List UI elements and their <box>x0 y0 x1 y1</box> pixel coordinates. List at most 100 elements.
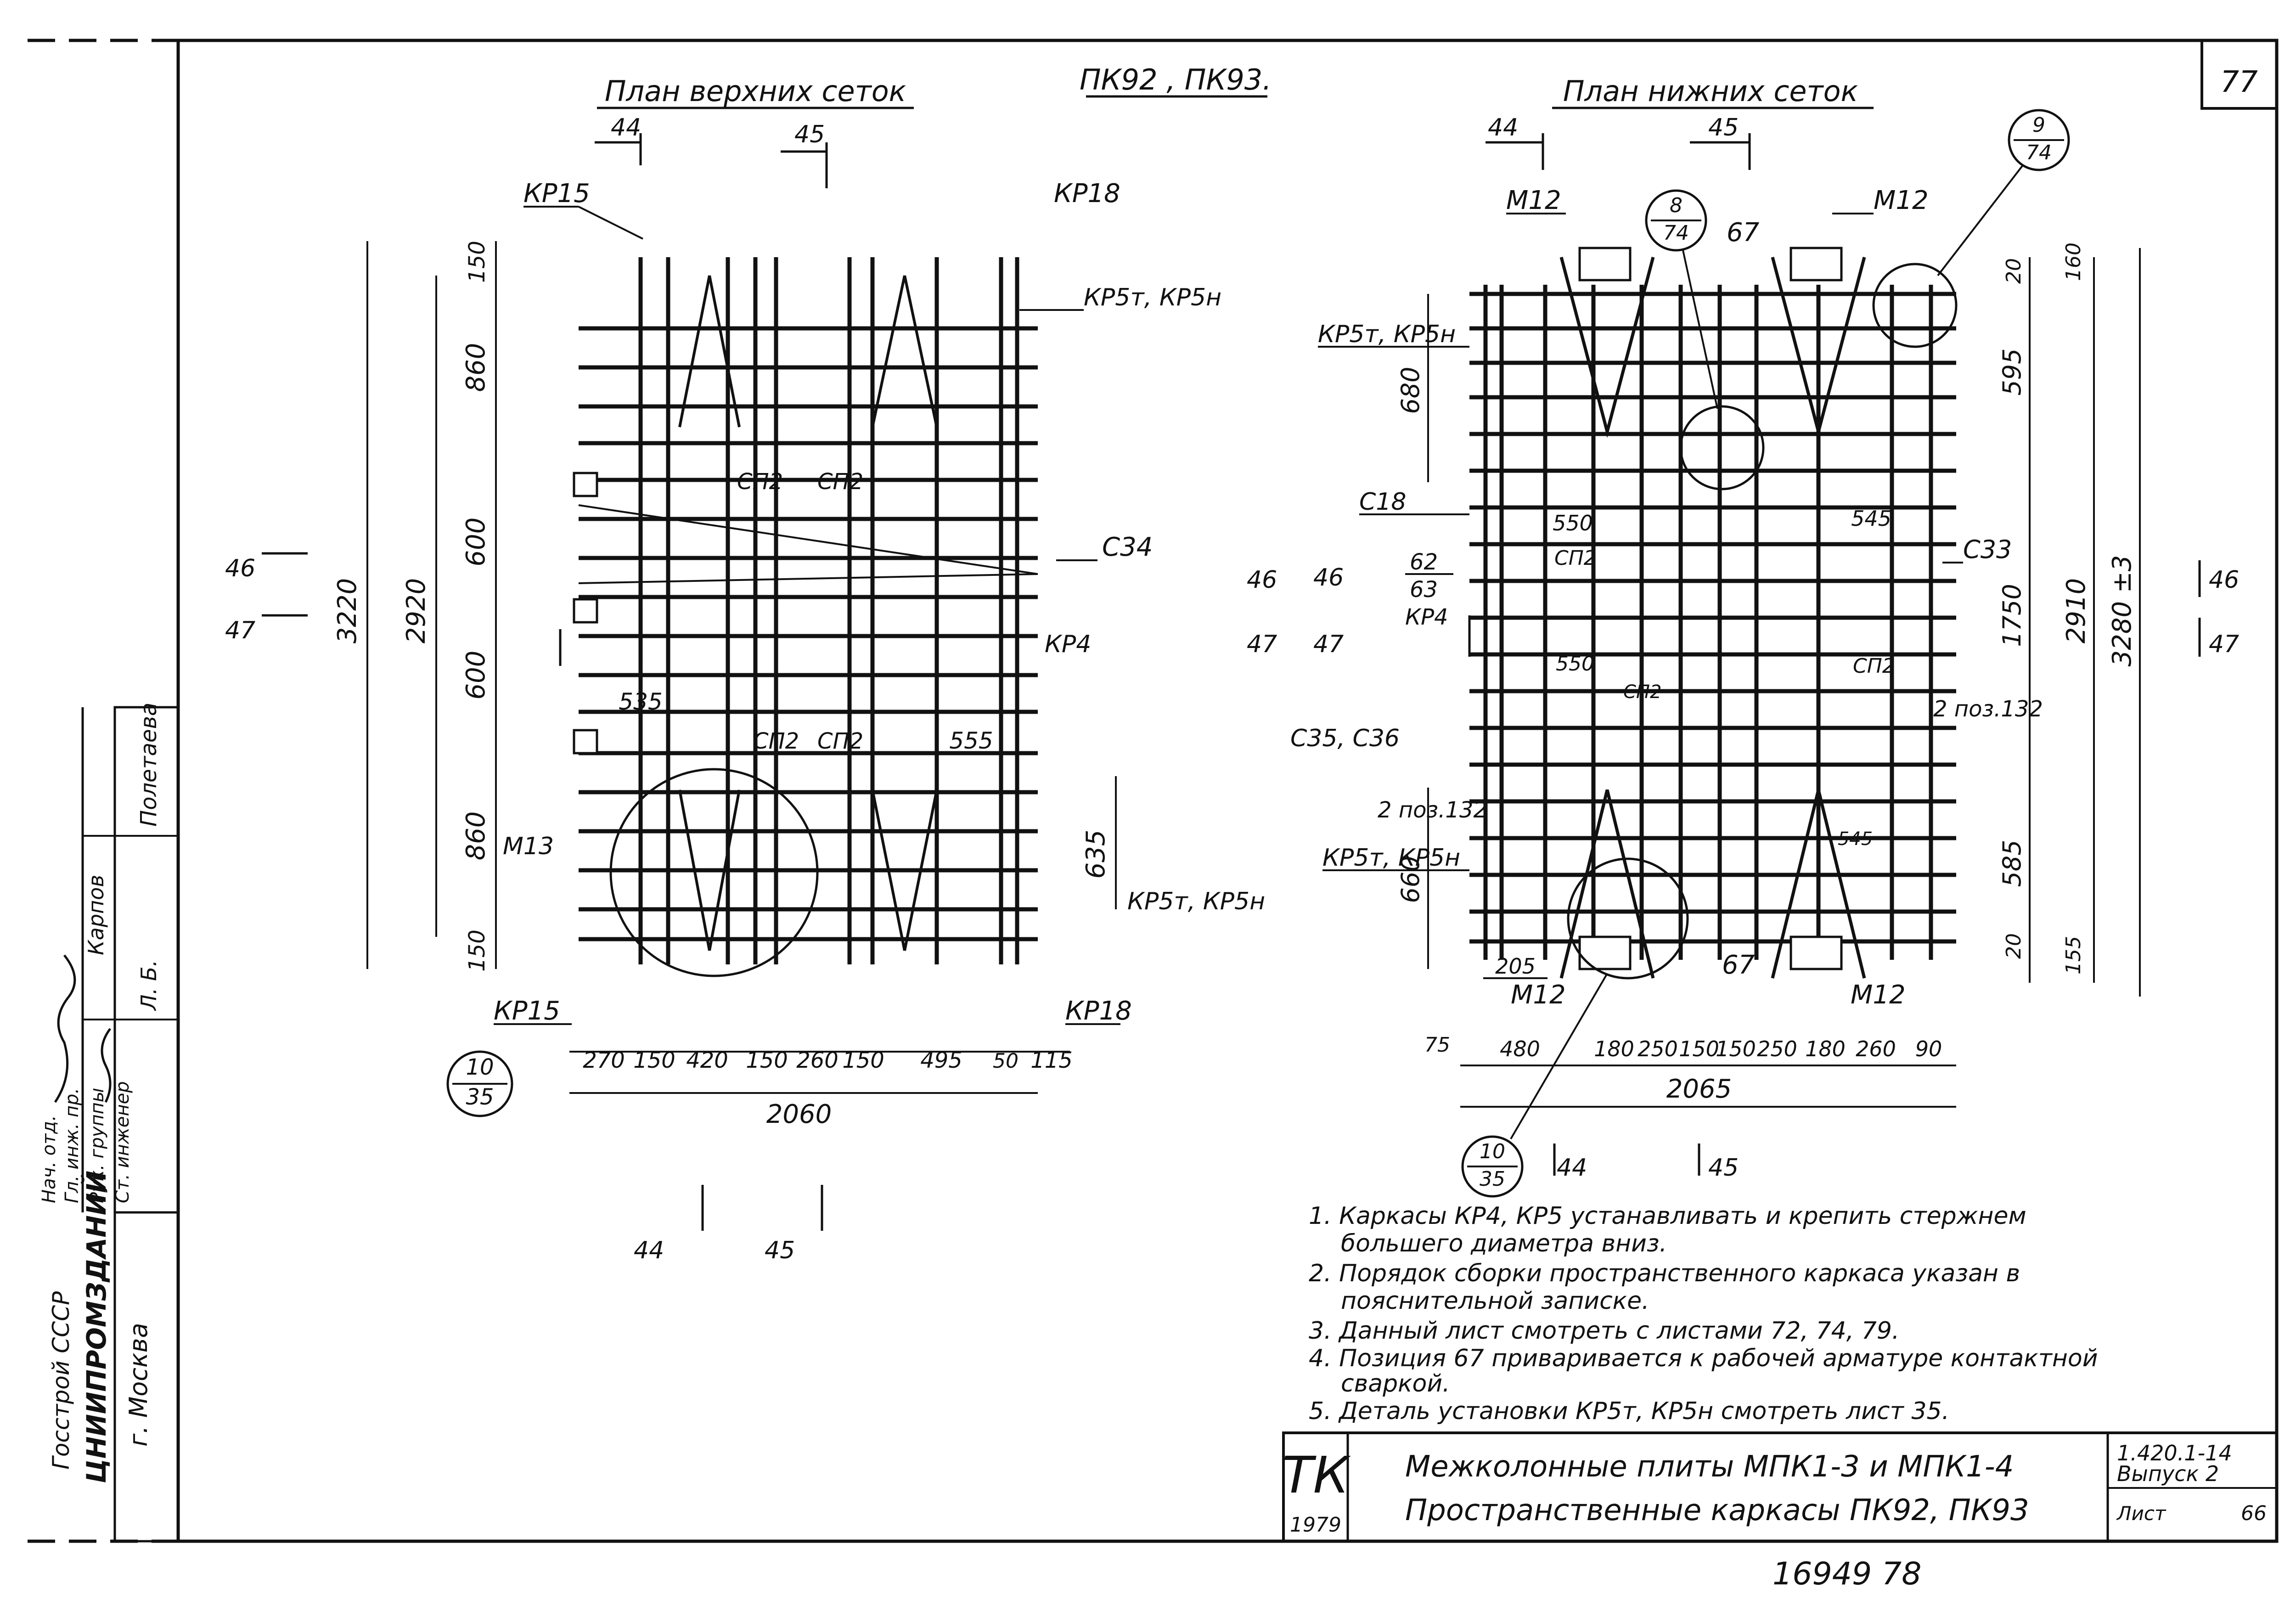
note-line: 2. Порядок сборки пространственного карк… <box>1309 1260 2020 1287</box>
left-plan-mesh <box>579 257 1038 964</box>
left-sec-44-top: 44 <box>611 114 641 141</box>
left-section-marks: 44 45 46 47 <box>225 114 828 1231</box>
left-plan: План верхних сеток <box>225 74 1277 1264</box>
left-hdim: 150 <box>842 1048 884 1073</box>
callout-9-den: 74 <box>2026 141 2052 164</box>
label-c18: С18 <box>1359 488 1406 516</box>
side-role-3: Рук. группы <box>87 1088 108 1203</box>
left-sec-46: 46 <box>225 555 255 582</box>
label-sp2-r3: СП2 <box>1853 654 1895 678</box>
label-kr5-right-bottom: КР5т, КР5н <box>1322 844 1460 872</box>
header-code: ПК92 , ПК93. <box>1080 63 1272 96</box>
label-kr4-left: КР4 <box>1045 631 1091 658</box>
note-line: 5. Деталь установки КР5т, КР5н смотреть … <box>1309 1397 1949 1425</box>
right-sec-44-top: 44 <box>1488 114 1518 141</box>
left-sec-44-bottom: 44 <box>634 1237 664 1264</box>
side-role-1: Нач. отд. <box>39 1115 60 1203</box>
label-sp2-r1: СП2 <box>1554 546 1597 570</box>
left-hdim: 495 <box>920 1048 962 1073</box>
right-vdim-680: 680 <box>1396 366 1425 414</box>
label-sp2-a: СП2 <box>737 469 783 495</box>
label-pos62: 62 <box>1410 549 1438 575</box>
stamp-year: 1979 <box>1290 1513 1341 1537</box>
doc-issue: Выпуск 2 <box>2117 1461 2219 1486</box>
label-sp2-c: СП2 <box>753 728 799 754</box>
side-name-3: Л. Б. <box>136 960 161 1011</box>
signature-mark <box>101 1028 112 1103</box>
left-callout-num: 10 <box>466 1054 494 1080</box>
notes: 1. Каркасы КР4, КР5 устанавливать и креп… <box>1309 1202 2098 1425</box>
callout-8-74: 8 74 <box>1645 189 1718 409</box>
right-hdim: 260 <box>1856 1037 1896 1061</box>
label-kr15-bottom: КР15 <box>494 996 560 1026</box>
left-hdim: 150 <box>746 1048 788 1073</box>
label-m12-a: М12 <box>1506 186 1561 215</box>
right-vdim-20b: 20 <box>2002 933 2026 959</box>
right-vdim-20a: 20 <box>2002 258 2026 284</box>
left-vdim-600b: 600 <box>461 651 491 700</box>
right-hdim: 480 <box>1500 1037 1540 1061</box>
callout-8-den: 74 <box>1663 221 1689 245</box>
right-inner-545a: 545 <box>1851 506 1891 531</box>
left-plan-title: План верхних сеток <box>605 74 906 108</box>
side-role-4: Ст. инженер <box>112 1081 133 1203</box>
left-inner-535: 535 <box>619 688 662 715</box>
doc-code: 1.420.1-14 <box>2117 1441 2232 1465</box>
label-c33: С33 <box>1963 535 2012 564</box>
right-vdim-1750: 1750 <box>1998 584 2026 647</box>
left-sec-46-right: 46 <box>1247 566 1277 594</box>
side-name-1: Карпов <box>84 875 108 955</box>
left-hdim: 420 <box>686 1048 728 1073</box>
left-vdim-860b: 860 <box>461 811 491 861</box>
right-sec-45-bottom: 45 <box>1708 1154 1739 1182</box>
title-block: ТК 1979 Межколонные плиты МПК1-3 и МПК1-… <box>1282 1431 2278 1543</box>
left-sec-47: 47 <box>225 617 255 644</box>
label-kr4-right: КР4 <box>1405 604 1448 630</box>
right-vdim-660: 660 <box>1396 856 1425 903</box>
label-67-bottom: 67 <box>1722 950 1755 980</box>
left-sec-47-right: 47 <box>1247 631 1277 658</box>
side-name-2: Полетаева <box>136 703 162 827</box>
label-kr5-top: КР5т, КР5н <box>1084 284 1221 311</box>
right-hdim-total: 2065 <box>1666 1074 1732 1104</box>
sheet-number: 77 <box>2220 65 2258 99</box>
note-line: большего диаметра вниз. <box>1341 1230 1667 1257</box>
right-vdim-585: 585 <box>1998 839 2026 887</box>
label-m13: М13 <box>503 833 554 860</box>
label-m12-b: М12 <box>1874 186 1929 215</box>
label-m12-c: М12 <box>1511 980 1566 1010</box>
right-hdim: 75 <box>1424 1033 1450 1057</box>
label-m12-d: М12 <box>1851 980 1906 1010</box>
note-line: сваркой. <box>1341 1370 1450 1397</box>
right-plan-mesh <box>1469 285 1956 960</box>
label-kr15-top: КР15 <box>523 179 590 208</box>
label-pos63: 63 <box>1410 577 1438 603</box>
right-hdim: 250 <box>1757 1037 1797 1061</box>
left-vdim-mid: 2920 <box>401 578 431 644</box>
label-sp2-d: СП2 <box>817 728 863 754</box>
left-inner-555: 555 <box>949 727 993 754</box>
right-sec-46-left: 46 <box>1313 564 1344 592</box>
right-sec-47-left: 47 <box>1313 631 1344 658</box>
left-hdim: 270 <box>583 1048 625 1073</box>
side-org1: Госстрой СССР <box>48 1291 74 1470</box>
right-hdims: 75 480 180 250 150 150 250 180 260 90 <box>1424 1033 1942 1061</box>
left-sec-45-bottom: 45 <box>765 1237 795 1264</box>
label-kr5-right-top: КР5т, КР5н <box>1318 321 1456 348</box>
left-hdim: 115 <box>1030 1048 1073 1073</box>
right-inner-545b: 545 <box>1838 828 1873 850</box>
callout-9-74: 9 74 <box>1937 109 2070 276</box>
stamp-letters: ТК <box>1282 1446 1351 1504</box>
right-sec-44-bottom: 44 <box>1557 1154 1587 1182</box>
left-vdim-860a: 860 <box>461 343 491 392</box>
right-section-marks <box>1468 133 2201 1176</box>
right-hdim: 90 <box>1915 1037 1942 1061</box>
label-sp2-b: СП2 <box>817 469 863 495</box>
label-c35: С35, С36 <box>1290 725 1400 752</box>
right-hdim-205: 205 <box>1495 954 1536 979</box>
note-line: пояснительной записке. <box>1341 1287 1649 1315</box>
right-sec-47-right: 47 <box>2209 631 2239 658</box>
right-hdim: 150 <box>1679 1037 1719 1061</box>
callout-10-35-right: 10 35 <box>1461 973 1608 1198</box>
